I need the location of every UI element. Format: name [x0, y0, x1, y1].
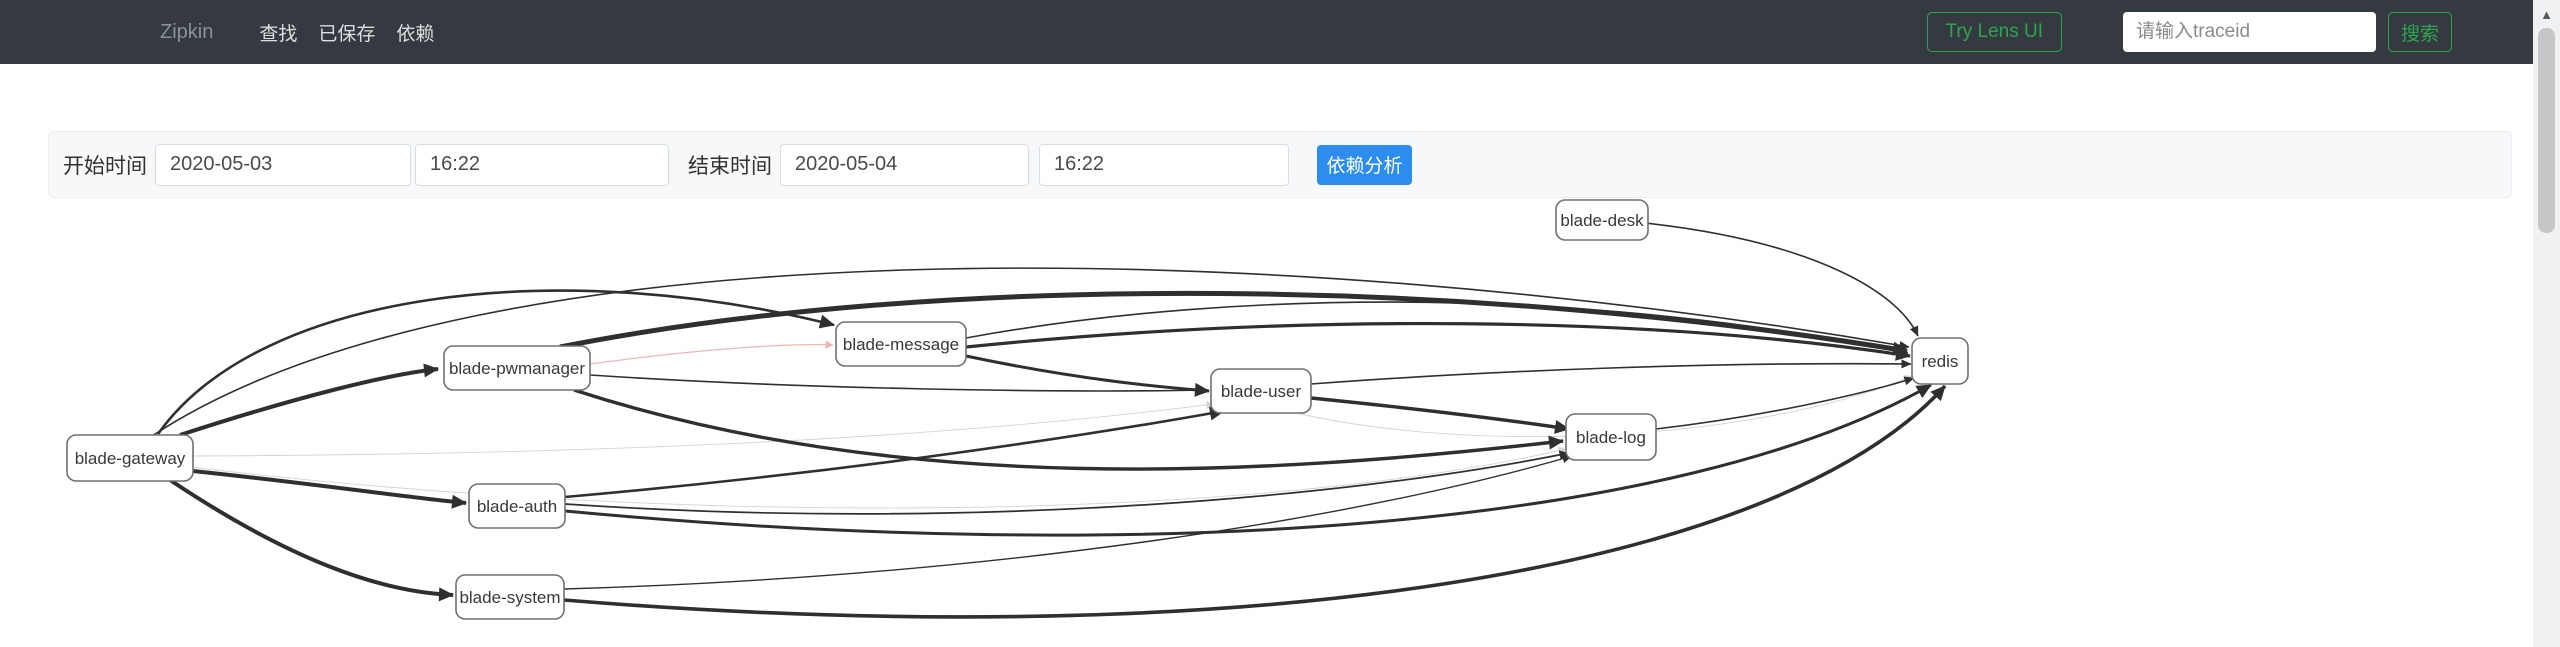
graph-edge-blade-log-to-redis [1655, 376, 1915, 430]
graph-edge-blade-system-to-redis [563, 384, 1947, 619]
end-clock-input[interactable] [1039, 143, 1289, 186]
graph-edge-blade-auth-to-redis [564, 383, 1932, 537]
graph-edge-blade-pwmanager-to-redis [559, 290, 1908, 356]
dependency-filter-bar: 开始时间 结束时间 依赖分析 [48, 131, 2512, 198]
graph-node-blade-user[interactable]: blade-user [1210, 368, 1312, 414]
graph-edge-blade-gateway-to-redis [151, 267, 1910, 437]
graph-edge-blade-gateway-to-blade-user [192, 400, 1215, 457]
graph-node-box-blade-system[interactable] [455, 574, 565, 620]
graph-node-label-blade-user: blade-user [1221, 382, 1302, 401]
graph-edge-blade-message-to-blade-user [965, 354, 1210, 397]
nav-links: 查找 已保存 依赖 [259, 19, 434, 46]
graph-edge-blade-desk-to-redis [1644, 222, 1919, 337]
graph-node-box-blade-desk[interactable] [1555, 199, 1649, 241]
graph-node-box-redis[interactable] [1911, 337, 1969, 385]
start-clock-input[interactable] [415, 143, 669, 186]
try-lens-ui-button[interactable]: Try Lens UI [1926, 12, 2062, 52]
graph-node-box-blade-gateway[interactable] [66, 434, 194, 482]
graph-edge-blade-gateway-to-blade-message [156, 289, 835, 435]
graph-edge-blade-pwmanager-to-blade-message [589, 340, 834, 365]
graph-node-label-blade-gateway: blade-gateway [75, 449, 186, 468]
graph-edge-blade-gateway-to-blade-auth [182, 468, 467, 509]
graph-node-box-blade-message[interactable] [835, 321, 967, 367]
nav-link-dependencies[interactable]: 依赖 [396, 23, 435, 45]
graph-edge-blade-message-to-redis [965, 301, 1909, 356]
traceid-search-input[interactable] [2123, 12, 2376, 52]
navbar: Zipkin 查找 已保存 依赖 Try Lens UI 搜索 [0, 0, 2533, 64]
nav-link-saved[interactable]: 已保存 [318, 23, 376, 45]
dependency-graph-svg: blade-gateway blade-pwmanager blade-messag… [66, 199, 1969, 620]
graph-node-redis[interactable]: redis [1911, 337, 1969, 385]
graph-node-label-redis: redis [1922, 352, 1959, 371]
graph-node-box-blade-pwmanager[interactable] [443, 345, 591, 391]
graph-node-blade-system[interactable]: blade-system [455, 574, 565, 620]
end-time-label: 结束时间 [688, 154, 772, 178]
graph-edge-blade-system-to-blade-log [563, 454, 1573, 590]
graph-node-box-blade-auth[interactable] [468, 483, 566, 529]
graph-node-label-blade-desk: blade-desk [1560, 211, 1644, 230]
graph-node-label-blade-auth: blade-auth [477, 497, 557, 516]
dependency-graph: blade-gateway blade-pwmanager blade-messag… [0, 198, 2560, 647]
graph-node-box-blade-user[interactable] [1210, 368, 1312, 414]
graph-node-label-blade-system: blade-system [459, 588, 560, 607]
graph-edge-blade-user-to-blade-log [1310, 396, 1570, 434]
vertical-scrollbar[interactable]: ▲ [2533, 0, 2560, 647]
graph-node-blade-desk[interactable]: blade-desk [1555, 199, 1649, 241]
graph-edge-blade-gateway-to-blade-pwmanager [179, 363, 439, 437]
graph-edge-blade-message-to-redis [965, 321, 1911, 361]
graph-node-blade-gateway[interactable]: blade-gateway [66, 434, 194, 482]
graph-node-blade-message[interactable]: blade-message [835, 321, 967, 367]
graph-node-blade-log[interactable]: blade-log [1565, 413, 1657, 461]
end-date-input[interactable] [780, 143, 1029, 186]
brand-zipkin[interactable]: Zipkin [160, 20, 214, 43]
graph-node-label-blade-log: blade-log [1576, 428, 1646, 447]
graph-node-box-blade-log[interactable] [1565, 413, 1657, 461]
nav-link-find[interactable]: 查找 [259, 23, 298, 45]
graph-edge-blade-auth-to-blade-log [564, 450, 1570, 515]
navbar-right: Try Lens UI 搜索 [1926, 12, 2534, 52]
graph-edge-blade-pwmanager-to-blade-log [573, 388, 1564, 471]
graph-edge-blade-user-to-redis [1310, 359, 1912, 385]
start-time-label: 开始时间 [63, 154, 147, 178]
dependency-analyze-button[interactable]: 依赖分析 [1317, 144, 1412, 185]
scrollbar-up-arrow-icon[interactable]: ▲ [2540, 7, 2553, 22]
graph-edge-blade-gateway-to-blade-system [168, 478, 454, 602]
graph-node-label-blade-message: blade-message [843, 335, 959, 354]
graph-node-label-blade-pwmanager: blade-pwmanager [449, 359, 585, 378]
start-date-input[interactable] [155, 143, 411, 186]
search-button[interactable]: 搜索 [2388, 12, 2452, 52]
graph-edge-blade-gateway-to-blade-log [189, 446, 1567, 509]
graph-node-blade-auth[interactable]: blade-auth [468, 483, 566, 529]
scrollbar-thumb[interactable] [2538, 28, 2555, 233]
graph-node-blade-pwmanager[interactable]: blade-pwmanager [443, 345, 591, 391]
graph-edge-blade-auth-to-blade-user [564, 406, 1225, 499]
graph-edge-blade-pwmanager-to-blade-user [589, 374, 1209, 395]
